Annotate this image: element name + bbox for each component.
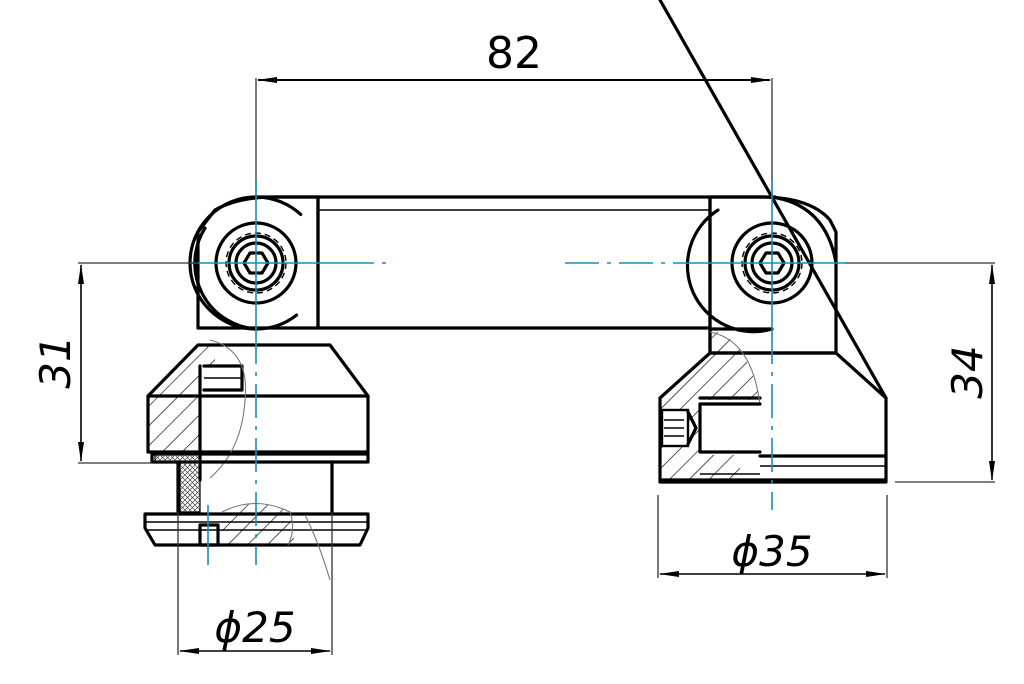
left-clamp-body: [143, 339, 370, 581]
dimension-label-31: 31: [31, 335, 80, 388]
dimension-label-34: 34: [943, 345, 992, 398]
right-clamp-body: [658, 0, 888, 484]
dimension-d25: ϕ25: [177, 512, 333, 655]
dimension-31: 31: [31, 262, 198, 464]
dimension-82: 82: [255, 28, 773, 195]
dimension-label-d35: ϕ35: [731, 527, 812, 576]
dimension-label-82: 82: [486, 28, 542, 79]
set-screw-icon: [660, 408, 698, 448]
dimension-label-d25: ϕ25: [214, 603, 295, 652]
dimension-34: 34: [845, 262, 995, 483]
centerlines: [190, 180, 845, 565]
dimension-d35: ϕ35: [657, 495, 888, 578]
